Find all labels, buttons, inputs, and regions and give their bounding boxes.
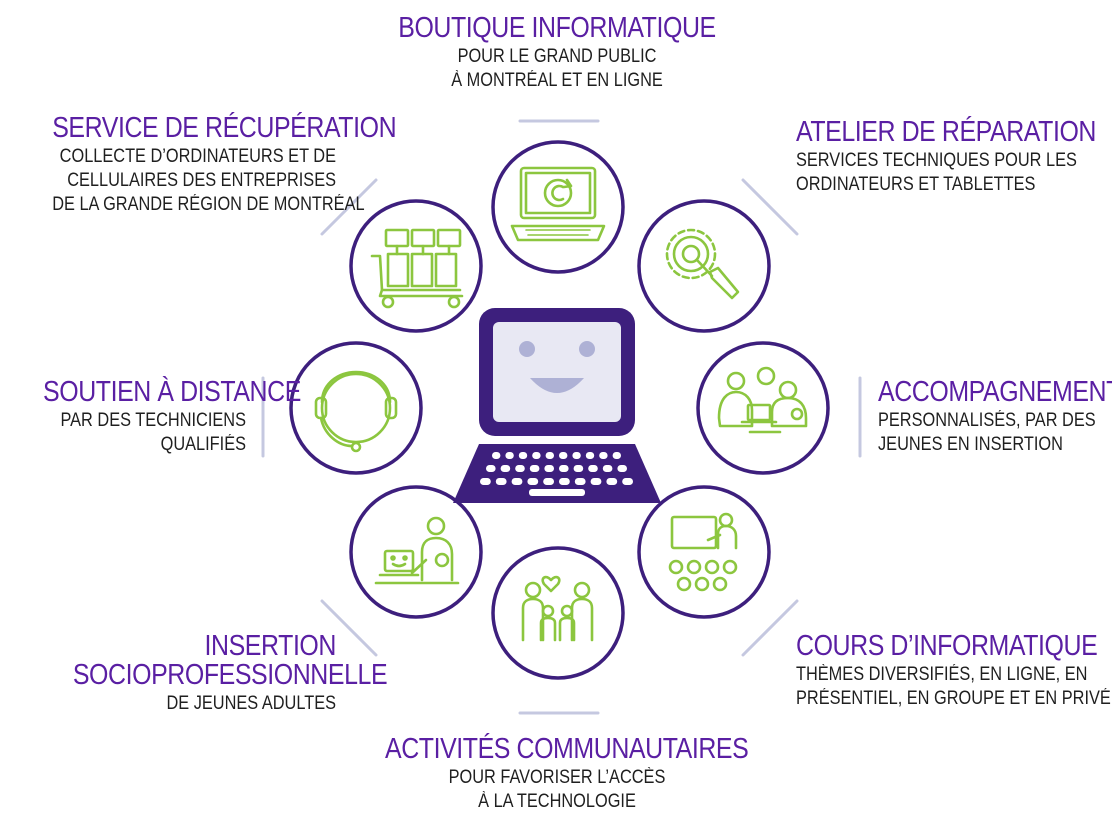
title-boutique: BOUTIQUE INFORMATIQUE [398,12,716,44]
keyboard-key [500,465,511,472]
title-soutien: SOUTIEN À DISTANCE [43,376,301,408]
title-insertion-1: INSERTION [204,630,337,662]
two-people-laptop-icon [717,366,808,434]
person-laptop-icon [374,516,460,585]
label-atelier: ATELIER DE RÉPARATION SERVICES TECHNIQUE… [796,118,1106,197]
keyboard-key [612,452,621,459]
title-cours: COURS D’INFORMATIQUE [796,630,1098,662]
line-soutien-1: PAR DES TECHNICIENS [60,410,246,431]
keyboard-key [602,465,613,472]
title-activites: ACTIVITÉS COMMUNAUTAIRES [385,733,749,765]
smiling-laptop-icon [453,308,661,503]
title-atelier: ATELIER DE RÉPARATION [796,116,1097,148]
divider-bottom-right [741,599,799,657]
keyboard-key [559,465,569,472]
keyboard-key [585,452,595,459]
keyboard-key [606,478,618,485]
line-accompagnements-2: JEUNES EN INSERTION [878,434,1063,455]
title-recuperation: SERVICE DE RÉCUPÉRATION [52,112,397,144]
keyboard-key [544,465,554,472]
line-atelier-1: SERVICES TECHNIQUES POUR LES [796,150,1077,171]
divider-top-right [741,178,799,236]
label-recuperation: SERVICE DE RÉCUPÉRATION COLLECTE D’ORDIN… [6,112,397,217]
keyboard-key [492,452,501,459]
divider-lines [261,119,862,715]
keyboard-key [505,452,514,459]
keyboard-key [599,452,608,459]
keyboard-key [532,452,541,459]
family-heart-icon [521,575,594,642]
label-boutique: BOUTIQUE INFORMATIQUE POUR LE GRAND PUBL… [357,14,757,93]
headset-icon [314,370,398,453]
keyboard-key [573,465,584,472]
line-boutique-1: POUR LE GRAND PUBLIC [457,46,657,67]
computer-cart-icon [370,228,464,309]
keyboard-key [527,478,539,485]
keyboard-key [480,478,491,485]
circle-insertion [349,485,483,619]
line-recuperation-2: CELLULAIRES DES ENTREPRISES [67,170,337,191]
title-insertion-2: SOCIOPROFESSIONNELLE [72,659,388,691]
label-insertion: INSERTION SOCIOPROFESSIONNELLE DE JEUNES… [30,630,388,716]
keyboard-key [529,465,540,472]
divider-top-left [320,178,378,236]
line-atelier-2: ORDINATEURS ET TABLETTES [796,174,1036,195]
divider-bottom-left [320,599,378,657]
laptop-recycle-icon [510,166,606,242]
keyboard-key [559,452,568,459]
gear-screwdriver-icon [665,228,740,300]
keyboard-key [622,478,633,485]
line-boutique-2: À MONTRÉAL ET EN LIGNE [451,70,663,91]
keyboard-key [588,465,598,472]
circle-activites [491,546,625,680]
classroom-icon [668,512,738,592]
line-activites-1: POUR FAVORISER L’ACCÈS [448,767,666,788]
keyboard-key [559,478,570,485]
keyboard-key [543,478,554,485]
circle-accompagnements [696,341,830,475]
circle-soutien [289,341,423,475]
line-accompagnements-1: PERSONNALISÉS, PAR DES [878,410,1096,431]
keyboard-key [518,452,528,459]
label-soutien: SOUTIEN À DISTANCE PAR DES TECHNICIENS Q… [10,376,301,457]
keyboard-key [511,478,523,485]
keyboard-key [590,478,602,485]
title-accompagnements: ACCOMPAGNEMENTS [878,376,1112,408]
line-cours-2: PRÉSENTIEL, EN GROUPE ET EN PRIVÉ [796,688,1111,709]
label-accompagnements: ACCOMPAGNEMENTS PERSONNALISÉS, PAR DES J… [878,376,1112,457]
circle-recuperation [349,199,483,333]
line-insertion-1: DE JEUNES ADULTES [166,693,336,714]
keyboard-key [572,452,581,459]
keyboard-key [617,465,627,472]
line-recuperation-1: COLLECTE D’ORDINATEURS ET DE [59,146,337,167]
keyboard-key [486,465,496,472]
label-cours: COURS D’INFORMATIQUE THÈMES DIVERSIFIÉS,… [796,630,1111,711]
keyboard-key [515,465,525,472]
label-activites: ACTIVITÉS COMMUNAUTAIRES POUR FAVORISER … [357,735,757,814]
keyboard-key [495,478,507,485]
keyboard-key [545,452,554,459]
line-cours-1: THÈMES DIVERSIFIÉS, EN LIGNE, EN [796,664,1088,685]
line-soutien-2: QUALIFIÉS [160,434,246,455]
line-activites-2: À LA TECHNOLOGIE [478,791,636,812]
circle-cours [637,485,771,619]
line-recuperation-3: DE LA GRANDE RÉGION DE MONTRÉAL [52,194,365,215]
keyboard-key [574,478,586,485]
